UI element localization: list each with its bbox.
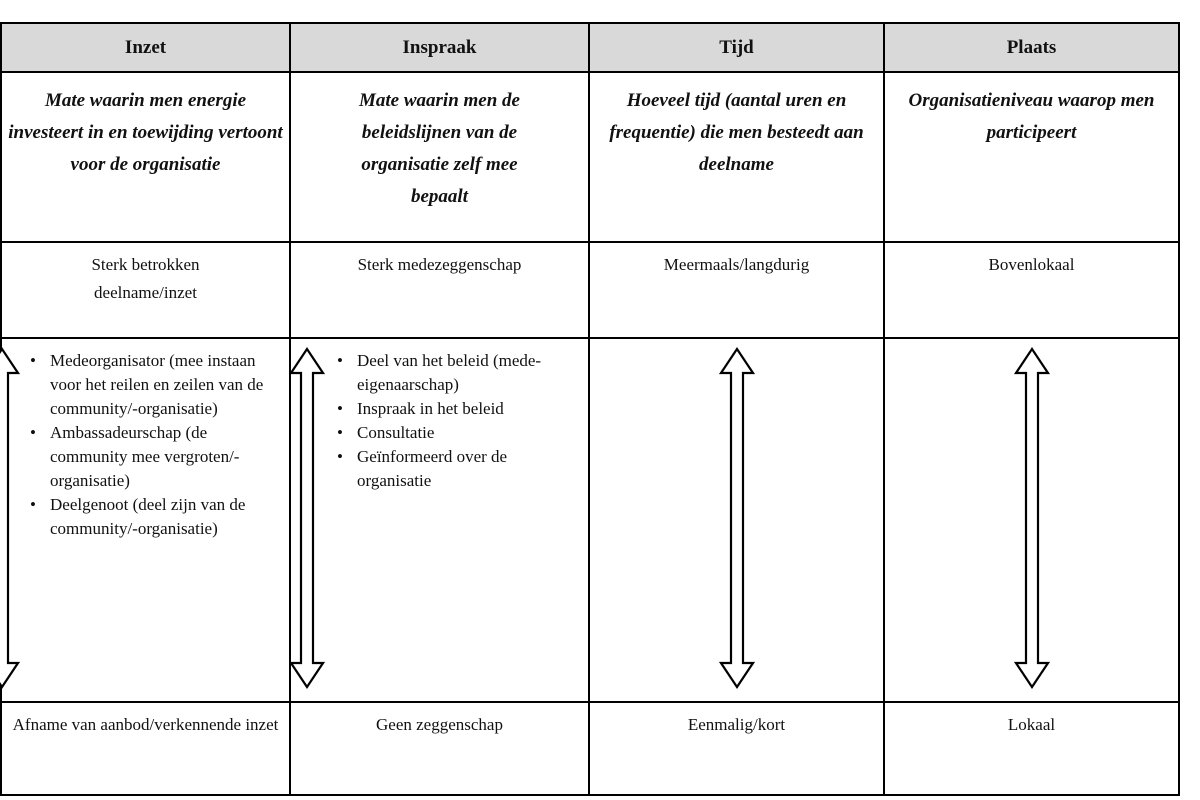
list-item: • Geïnformeerd over de organisatie <box>335 445 580 493</box>
bullet-icon: • <box>337 447 343 466</box>
list-item: • Ambassadeurschap (de community mee verg… <box>28 421 278 493</box>
range-inzet: • Medeorganisator (mee instaan voor het r… <box>0 337 291 703</box>
description-plaats-text: Organisatieniveau waarop men participeer… <box>908 90 1155 143</box>
description-plaats: Organisatieniveau waarop men participeer… <box>883 71 1180 243</box>
high-tijd: Meermaals/langdurig <box>588 241 885 339</box>
high-plaats: Bovenlokaal <box>883 241 1180 339</box>
description-inspraak-text: Mate waarin men de beleidslijnen van de … <box>359 90 520 207</box>
list-item-label: Medeorganisator (mee instaan voor het re… <box>50 351 264 418</box>
description-inspraak: Mate waarin men de beleidslijnen van de … <box>289 71 590 243</box>
low-plaats: Lokaal <box>883 701 1180 796</box>
list-item-label: Geïnformeerd over de organisatie <box>357 447 508 490</box>
list-item: • Consultatie <box>335 421 580 445</box>
bullet-icon: • <box>337 423 343 442</box>
header-row: Inzet Inspraak Tijd Plaats <box>0 22 1180 73</box>
description-row: Mate waarin men energie investeert in en… <box>0 71 1180 243</box>
high-inzet: Sterk betrokken deelname/inzet <box>0 241 291 339</box>
bullet-icon: • <box>337 399 343 418</box>
bullet-icon: • <box>30 423 36 442</box>
participation-dimensions-table: Inzet Inspraak Tijd Plaats Mate waarin m… <box>0 22 1180 796</box>
list-item: • Inspraak in het beleid <box>335 397 580 421</box>
list-item: • Deel van het beleid (mede-eigenaarschap… <box>335 349 580 397</box>
description-inzet: Mate waarin men energie investeert in en… <box>0 71 291 243</box>
list-item: • Medeorganisator (mee instaan voor het r… <box>28 349 278 421</box>
high-inspraak: Sterk medezeggenschap <box>289 241 590 339</box>
description-tijd-text: Hoeveel tijd (aantal uren en frequentie)… <box>609 90 864 175</box>
header-plaats: Plaats <box>883 22 1180 73</box>
range-inspraak: • Deel van het beleid (mede-eigenaarschap… <box>289 337 590 703</box>
range-tijd <box>588 337 885 703</box>
description-inzet-text: Mate waarin men energie investeert in en… <box>8 90 283 175</box>
bullet-icon: • <box>30 495 36 514</box>
list-item-label: Deelgenoot (deel zijn van de community/-… <box>50 495 246 538</box>
list-item-label: Deel van het beleid (mede-eigenaarschap) <box>357 351 542 394</box>
inspraak-item-list: • Deel van het beleid (mede-eigenaarschap… <box>335 349 580 493</box>
double-arrow-icon <box>0 347 20 689</box>
list-item-label: Inspraak in het beleid <box>357 399 504 418</box>
list-item-label: Consultatie <box>357 423 435 442</box>
low-inspraak: Geen zeggenschap <box>289 701 590 796</box>
header-inspraak: Inspraak <box>289 22 590 73</box>
low-inzet: Afname van aanbod/verkennende inzet <box>0 701 291 796</box>
header-tijd: Tijd <box>588 22 885 73</box>
list-item: • Deelgenoot (deel zijn van de community/… <box>28 493 278 541</box>
double-arrow-icon <box>1014 347 1050 689</box>
inzet-item-list: • Medeorganisator (mee instaan voor het r… <box>28 349 278 541</box>
range-row: • Medeorganisator (mee instaan voor het r… <box>0 337 1180 703</box>
double-arrow-icon <box>289 347 325 689</box>
low-tijd: Eenmalig/kort <box>588 701 885 796</box>
bullet-icon: • <box>337 351 343 370</box>
description-tijd: Hoeveel tijd (aantal uren en frequentie)… <box>588 71 885 243</box>
low-level-row: Afname van aanbod/verkennende inzet Geen… <box>0 701 1180 796</box>
high-inzet-text: Sterk betrokken deelname/inzet <box>91 255 200 302</box>
range-plaats <box>883 337 1180 703</box>
header-inzet: Inzet <box>0 22 291 73</box>
high-level-row: Sterk betrokken deelname/inzet Sterk med… <box>0 241 1180 339</box>
bullet-icon: • <box>30 351 36 370</box>
double-arrow-icon <box>719 347 755 689</box>
list-item-label: Ambassadeurschap (de community mee vergr… <box>50 423 240 490</box>
